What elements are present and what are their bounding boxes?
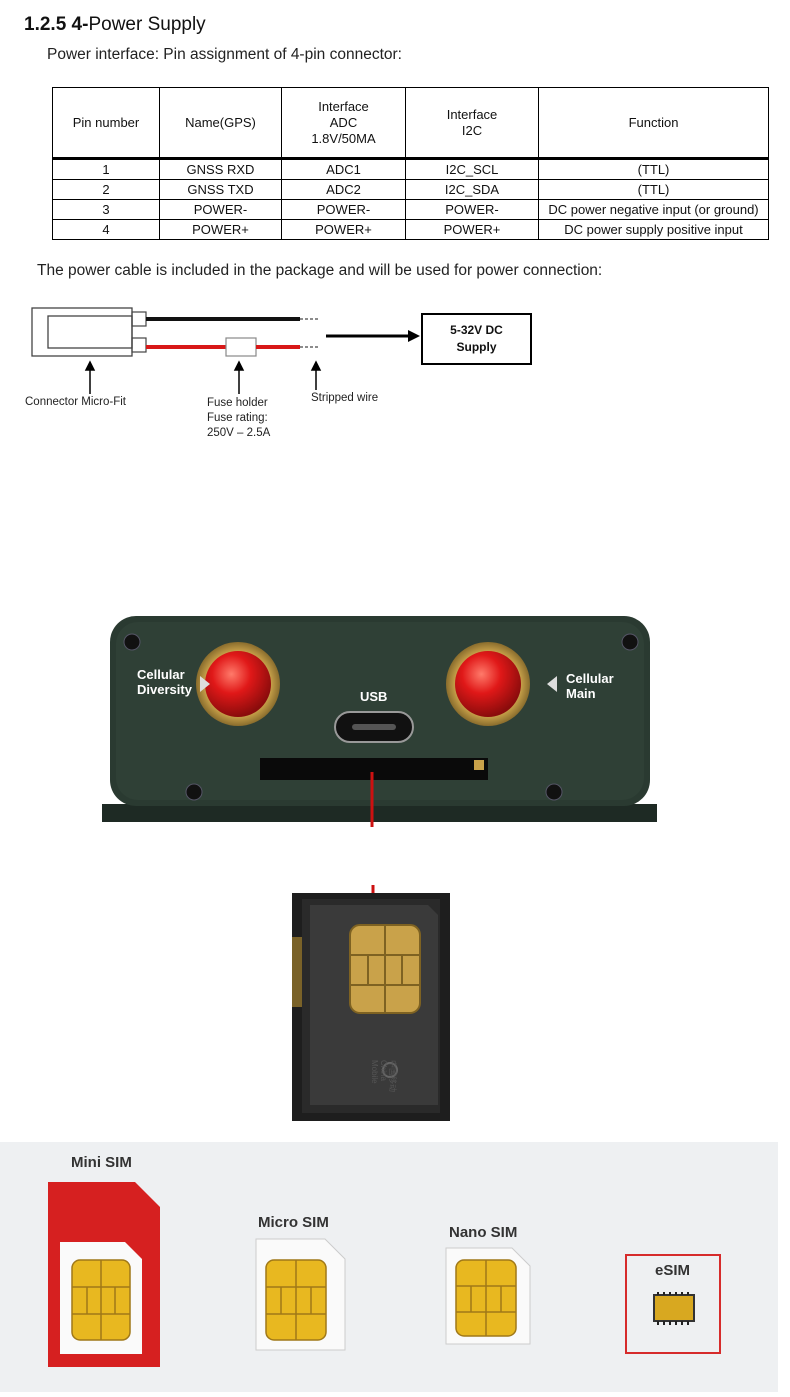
label-usb: USB: [360, 689, 388, 704]
cell-function: (TTL): [538, 158, 769, 180]
cell-name: GNSS TXD: [159, 179, 282, 200]
cell-adc: ADC2: [281, 179, 406, 200]
micro-sim-label: Micro SIM: [258, 1214, 329, 1231]
cell-i2c: I2C_SDA: [405, 179, 539, 200]
micro-sim-icon: [255, 1238, 346, 1351]
arrow-right-icon: [408, 330, 420, 342]
header-pin-number: Pin number: [52, 87, 160, 159]
cell-pin: 2: [52, 179, 160, 200]
cell-name: GNSS RXD: [159, 158, 282, 180]
header-function: Function: [538, 87, 769, 159]
section-number: 1.2.5: [24, 14, 67, 35]
micro-fit-connector-icon: [31, 307, 147, 357]
router-device-image: [102, 616, 657, 827]
sim-cards-illustration: [48, 1182, 695, 1367]
mini-sim-icon: [48, 1182, 160, 1367]
antenna-main-icon: [455, 651, 521, 717]
cell-pin: 1: [52, 158, 160, 180]
nano-sim-label: Nano SIM: [449, 1224, 518, 1241]
cell-name: POWER-: [159, 199, 282, 220]
sim-tray-image: [292, 885, 450, 1121]
power-cable-diagram: [31, 307, 420, 394]
section-title: Power Supply: [88, 14, 206, 35]
stripped-wire-caption: Stripped wire: [311, 392, 379, 404]
cell-pin: 4: [52, 219, 160, 240]
sim-slot-icon: [260, 758, 488, 780]
table-row: 1 GNSS RXD ADC1 I2C_SCL (TTL): [52, 158, 769, 180]
header-name: Name(GPS): [159, 87, 282, 159]
connector-caption: Connector Micro-Fit: [25, 396, 126, 408]
cell-adc: ADC1: [281, 158, 406, 180]
supply-box: 5-32V DC Supply: [421, 313, 532, 365]
cell-adc: POWER-: [281, 199, 406, 220]
cell-function: DC power supply positive input: [538, 219, 769, 240]
section-heading: 1.2.5 4-Power Supply: [24, 14, 206, 36]
esim-highlight-frame: [625, 1254, 721, 1354]
section-title-prefix: 4-: [71, 14, 89, 35]
nano-sim-icon: [445, 1247, 531, 1345]
cell-pin: 3: [52, 199, 160, 220]
fuse-holder-icon: [225, 337, 257, 357]
mini-sim-label: Mini SIM: [71, 1154, 132, 1171]
cable-note: The power cable is included in the packa…: [37, 262, 603, 279]
section-subtitle: Power interface: Pin assignment of 4-pin…: [47, 46, 402, 63]
cell-name: POWER+: [159, 219, 282, 240]
cell-function: DC power negative input (or ground): [538, 199, 769, 220]
table-row: 4 POWER+ POWER+ POWER+ DC power supply p…: [52, 219, 769, 240]
esim-label: eSIM: [655, 1262, 691, 1279]
cell-function: (TTL): [538, 179, 769, 200]
fuse-caption: Fuse holder Fuse rating: 250V – 2.5A: [207, 397, 271, 439]
cell-i2c: POWER-: [405, 199, 539, 220]
antenna-diversity-icon: [205, 651, 271, 717]
cell-i2c: POWER+: [405, 219, 539, 240]
table-row: 3 POWER- POWER- POWER- DC power negative…: [52, 199, 769, 220]
arrow-up-icon: [84, 360, 322, 394]
cell-adc: POWER+: [281, 219, 406, 240]
cell-i2c: I2C_SCL: [405, 158, 539, 180]
table-row: 2 GNSS TXD ADC2 I2C_SDA (TTL): [52, 179, 769, 200]
esim-chip-icon: [653, 1292, 695, 1325]
sim-sizes-panel: Mini SIM Micro SIM Nano SIM eSIM: [0, 1142, 778, 1392]
